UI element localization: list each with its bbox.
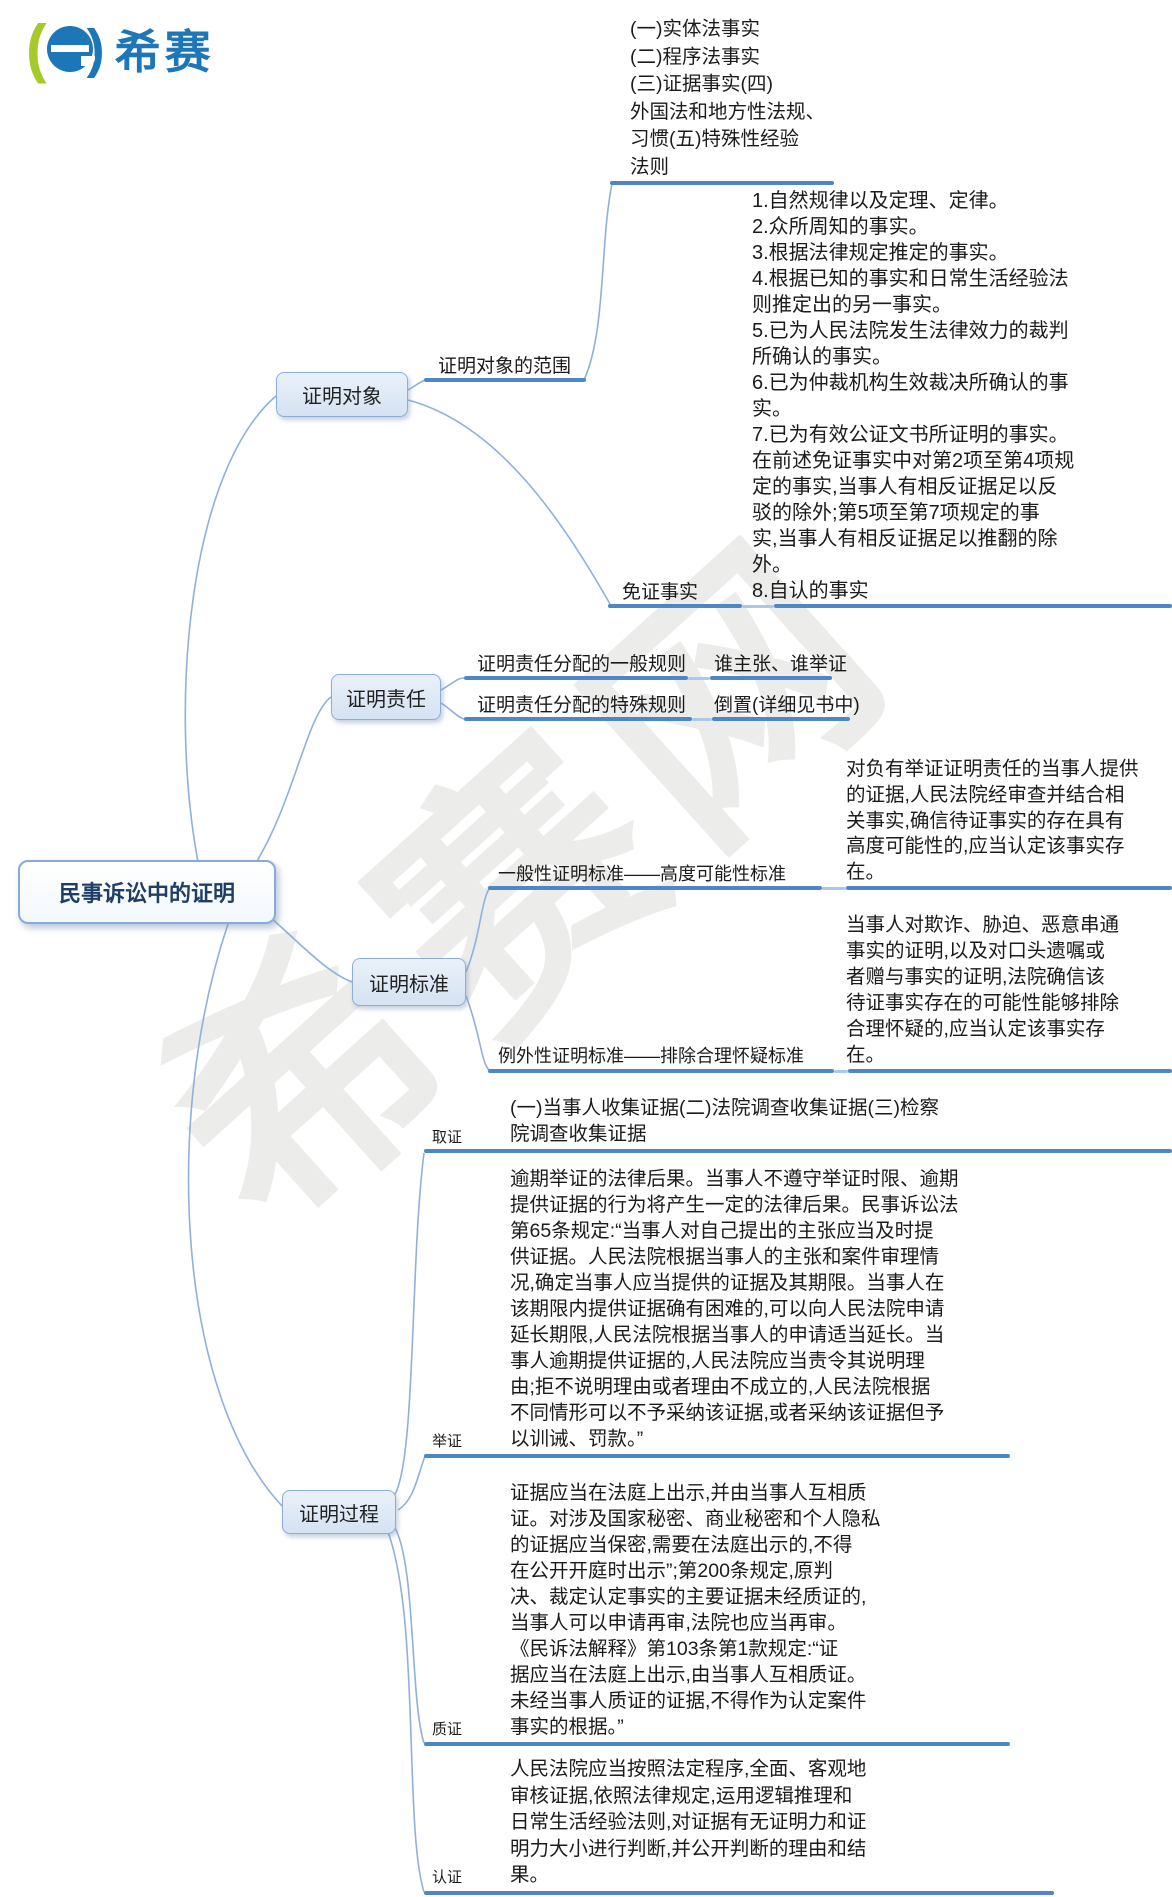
root-node: 民事诉讼中的证明 (18, 860, 276, 924)
content-evidence-presentation: 逾期举证的法律后果。当事人不遵守举证时限、逾期 提供证据的行为将产生一定的法律后… (510, 1168, 959, 1450)
label-general-standard: 一般性证明标准——高度可能性标准 (498, 864, 786, 884)
branch-line (464, 717, 692, 721)
branch-line (688, 677, 710, 680)
branch-line (608, 604, 742, 608)
content-exempt-facts: 1.自然规律以及定理、定律。 2.众所周知的事实。 3.根据法律规定推定的事实。… (752, 190, 1075, 602)
label-special-rule: 证明责任分配的特殊规则 (477, 695, 687, 716)
brand-name: 希赛 (114, 26, 215, 78)
branch-line (834, 1070, 848, 1073)
branch-line (464, 676, 688, 680)
branch-line (822, 887, 846, 890)
branch-line (424, 1891, 1054, 1895)
branch-line (424, 1742, 1010, 1746)
brand-logo: ( ) 希赛 (26, 16, 215, 82)
node-proof-process: 证明过程 (282, 1490, 396, 1534)
branch-line (488, 886, 822, 890)
content-general-standard: 对负有举证证明责任的当事人提供 的证据,人民法院经审查并结合相 关事实,确信待证… (846, 758, 1139, 884)
branch-line (488, 1069, 834, 1073)
label-evidence-presentation: 举证 (432, 1433, 463, 1450)
branch-line (424, 1149, 1172, 1153)
node-proof-standard: 证明标准 (352, 958, 466, 1006)
value-general-rule: 谁主张、谁举证 (714, 654, 848, 675)
branch-line (424, 378, 586, 382)
branch-line (846, 886, 1172, 890)
label-scope: 证明对象的范围 (438, 356, 572, 377)
label-authentication: 认证 (432, 1869, 463, 1886)
label-exception-standard: 例外性证明标准——排除合理怀疑标准 (498, 1046, 804, 1066)
branch-line (774, 604, 1172, 608)
branch-line (424, 1454, 1010, 1458)
content-authentication: 人民法院应当按照法定程序,全面、客观地 审核证据,依照法律规定,运用逻辑推理和 … (510, 1758, 867, 1886)
value-special-rule: 倒置(详细见书中) (714, 695, 860, 716)
label-cross-examination: 质证 (432, 1721, 463, 1738)
node-proof-object: 证明对象 (276, 372, 408, 417)
logo-e-icon (46, 26, 95, 72)
branch-line (710, 676, 832, 680)
content-evidence-collection: (一)当事人收集证据(二)法院调查收集证据(三)检察 院调查收集证据 (510, 1097, 939, 1145)
node-proof-burden: 证明责任 (331, 674, 441, 720)
label-evidence-collection: 取证 (432, 1129, 463, 1146)
branch-line (742, 605, 774, 608)
logo-left-paren-icon: ( (26, 12, 47, 85)
branch-line (610, 181, 834, 185)
branch-line (692, 718, 712, 721)
branch-line (712, 717, 850, 721)
branch-line (848, 1069, 1172, 1073)
label-exempt-facts: 免证事实 (622, 582, 699, 603)
content-scope: (一)实体法事实 (二)程序法事实 (三)证据事实(四) 外国法和地方性法规、 … (630, 18, 826, 178)
content-cross-examination: 证据应当在法庭上出示,并由当事人互相质 证。对涉及国家秘密、商业秘密和个人隐私 … (510, 1482, 881, 1738)
label-general-rule: 证明责任分配的一般规则 (477, 654, 687, 675)
content-exception-standard: 当事人对欺诈、胁迫、恶意串通 事实的证明,以及对口头遗嘱或 者赠与事实的证明,法… (846, 914, 1120, 1066)
